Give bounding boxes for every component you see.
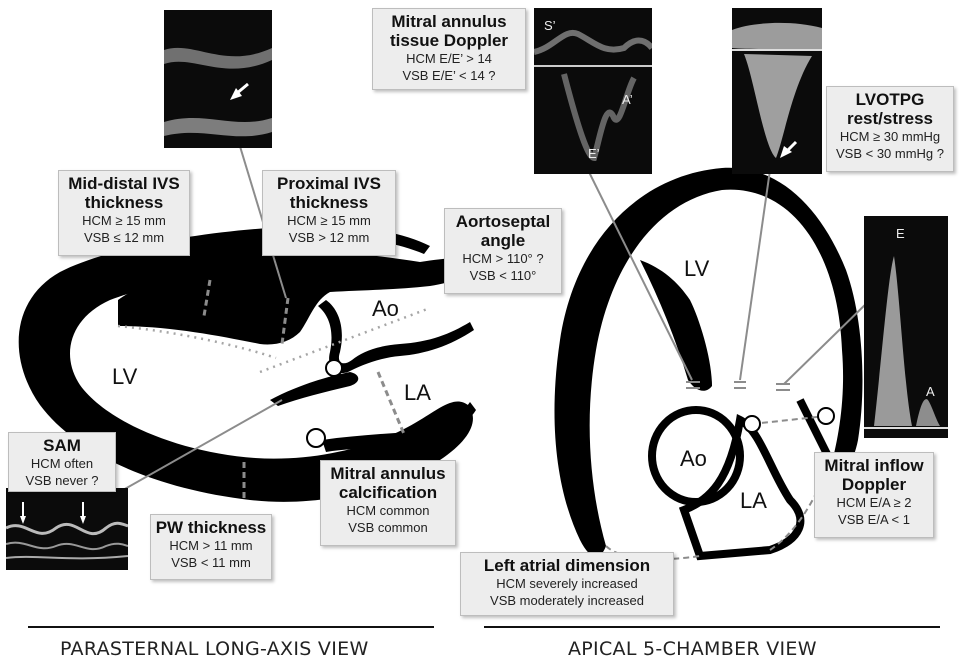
tdi-e-label: E’ <box>588 146 600 161</box>
sam-m-mode-image <box>6 488 128 570</box>
box-title: PW thickness <box>155 518 267 537</box>
box-line: VSB E/E’ < 14 ? <box>377 67 521 84</box>
box-line: VSB < 110° <box>449 267 557 284</box>
right-divider <box>484 626 940 628</box>
plax-posterior-wall <box>270 372 358 406</box>
box-line: HCM ≥ 15 mm <box>267 212 391 229</box>
box-title: Mitral annulus <box>377 12 521 31</box>
a5c-lv-label: LV <box>684 256 709 282</box>
inflow-e-label: E <box>896 226 905 241</box>
box-title: Mitral inflow <box>819 456 929 475</box>
aortoseptal-angle-box: Aortoseptal angle HCM > 110° ? VSB < 110… <box>444 208 562 294</box>
lvotpg-box: LVOTPG rest/stress HCM ≥ 30 mmHg VSB < 3… <box>826 86 954 172</box>
aortic-valve-echo-image <box>164 10 272 148</box>
box-line: HCM severely increased <box>465 575 669 592</box>
box-line: HCM common <box>325 502 451 519</box>
sam-box: SAM HCM often VSB never ? <box>8 432 116 492</box>
a5c-la-label: LA <box>740 488 767 514</box>
box-line: HCM ≥ 30 mmHg <box>831 128 949 145</box>
box-line: HCM often <box>13 455 111 472</box>
box-line: HCM E/A ≥ 2 <box>819 494 929 511</box>
box-line: VSB < 30 mmHg ? <box>831 145 949 162</box>
tdi-s-label: S’ <box>544 18 556 33</box>
box-title: angle <box>449 231 557 250</box>
lvot-cw-doppler-image <box>732 8 822 174</box>
box-title: Doppler <box>819 475 929 494</box>
plax-la-label: LA <box>404 380 431 406</box>
box-line: HCM ≥ 15 mm <box>63 212 185 229</box>
box-line: VSB < 11 mm <box>155 554 267 571</box>
box-line: VSB common <box>325 519 451 536</box>
box-line: VSB moderately increased <box>465 592 669 609</box>
plax-view-caption: PARASTERNAL LONG-AXIS VIEW <box>60 638 369 660</box>
box-line: HCM > 11 mm <box>155 537 267 554</box>
left-divider <box>28 626 434 628</box>
box-line: VSB E/A < 1 <box>819 511 929 528</box>
box-title: rest/stress <box>831 109 949 128</box>
box-title: SAM <box>13 436 111 455</box>
a5c-view-caption: APICAL 5-CHAMBER VIEW <box>568 638 817 660</box>
mid-distal-ivs-box: Mid-distal IVS thickness HCM ≥ 15 mm VSB… <box>58 170 190 256</box>
box-line: HCM E/E’ > 14 <box>377 50 521 67</box>
box-line: VSB > 12 mm <box>267 229 391 246</box>
box-title: Mid-distal IVS <box>63 174 185 193</box>
box-title: thickness <box>63 193 185 212</box>
box-title: thickness <box>267 193 391 212</box>
box-line: VSB never ? <box>13 472 111 489</box>
tissue-doppler-box: Mitral annulus tissue Doppler HCM E/E’ >… <box>372 8 526 90</box>
left-atrial-dimension-box: Left atrial dimension HCM severely incre… <box>460 552 674 616</box>
plax-ao-label: Ao <box>372 296 399 322</box>
box-title: Proximal IVS <box>267 174 391 193</box>
a5c-ao-label: Ao <box>680 446 707 472</box>
box-line: VSB ≤ 12 mm <box>63 229 185 246</box>
inflow-a-label: A <box>926 384 935 399</box>
box-title: LVOTPG <box>831 90 949 109</box>
mitral-inflow-doppler-box: Mitral inflow Doppler HCM E/A ≥ 2 VSB E/… <box>814 452 934 538</box>
pw-thickness-box: PW thickness HCM > 11 mm VSB < 11 mm <box>150 514 272 580</box>
box-title: tissue Doppler <box>377 31 521 50</box>
tdi-a-label: A’ <box>622 92 633 107</box>
box-title: calcification <box>325 483 451 502</box>
box-title: Aortoseptal <box>449 212 557 231</box>
mitral-inflow-doppler-image <box>864 216 948 438</box>
box-line: HCM > 110° ? <box>449 250 557 267</box>
box-title: Mitral annulus <box>325 464 451 483</box>
mitral-annulus-calcification-box: Mitral annulus calcification HCM common … <box>320 460 456 546</box>
plax-lv-label: LV <box>112 364 137 390</box>
box-title: Left atrial dimension <box>465 556 669 575</box>
proximal-ivs-box: Proximal IVS thickness HCM ≥ 15 mm VSB >… <box>262 170 396 256</box>
